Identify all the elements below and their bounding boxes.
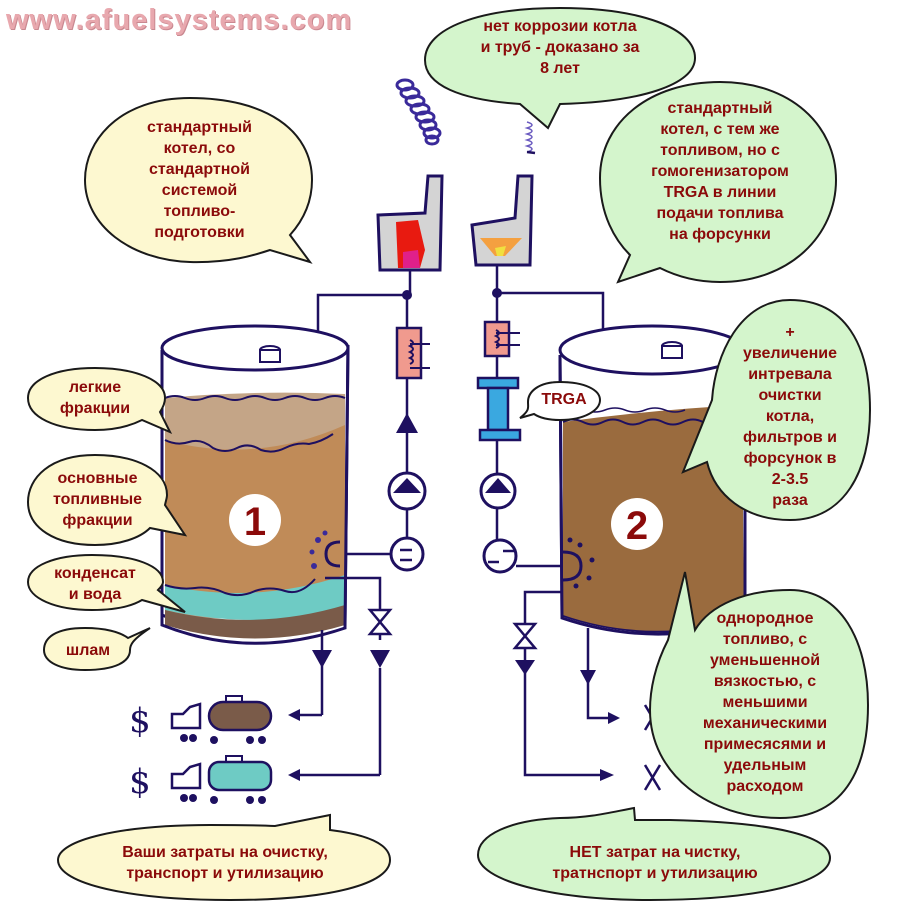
drain-valve-icon[interactable] xyxy=(512,622,538,650)
speech-bubble-main-fraction xyxy=(26,453,188,547)
flow-meter-icon xyxy=(482,538,518,574)
speech-bubble-condensate xyxy=(26,553,186,613)
bubble-text-costs: Ваши затраты на очистку, транспорт и ути… xyxy=(122,844,328,882)
site-url: www.afuelsystems.com xyxy=(6,4,353,36)
tanker-truck-icon xyxy=(170,755,273,804)
speech-bubble-light-fraction xyxy=(26,366,173,434)
svg-text:$: $ xyxy=(129,762,151,802)
tank-number-badge xyxy=(229,494,281,546)
boiler-standard xyxy=(376,174,444,272)
bubble-text-homogeneous-fuel: однородное топливо, с уменьшенной вязкос… xyxy=(702,610,828,795)
trga-homogenizer xyxy=(476,376,522,442)
speech-bubble-trga xyxy=(519,380,602,422)
bubble-text-no-costs: НЕТ затрат на чистку, тратнспорт и утили… xyxy=(552,844,758,882)
tank-number-badge xyxy=(611,498,663,550)
tank-number: 1 xyxy=(244,500,266,544)
label-sludge: шлам xyxy=(65,642,111,659)
check-valve-icon xyxy=(396,413,418,433)
speech-bubble-no-corrosion xyxy=(423,6,697,130)
bubble-text-interval: + увеличение интревала очистки котла, фи… xyxy=(742,324,837,509)
speech-bubble-standard-boiler xyxy=(83,96,314,264)
boiler-with-trga xyxy=(470,174,534,267)
no-cost-cross-icon xyxy=(643,764,662,791)
smoke-coil-icon xyxy=(395,78,442,146)
bubble-text-no-corrosion: нет коррозии котла и труб - доказано за … xyxy=(480,18,640,77)
drain-valve-icon[interactable] xyxy=(367,608,393,636)
trga-label: TRGA xyxy=(541,391,587,408)
heater-icon xyxy=(483,320,520,358)
speech-bubble-no-costs xyxy=(476,806,832,902)
pump-icon xyxy=(479,472,517,510)
label-condensate-water: конденсат и вода xyxy=(54,565,136,603)
label-main-fraction: основные топливные фракции xyxy=(52,470,143,529)
tank-1: 1 xyxy=(160,324,350,645)
tanker-truck-icon xyxy=(170,695,273,744)
speech-bubble-homogeneous-fuel xyxy=(648,571,870,820)
label-light-fraction: легкие фракции xyxy=(59,379,131,417)
bubble-text-standard-boiler: стандартный котел, со стандартной систем… xyxy=(147,119,252,241)
speech-bubble-interval xyxy=(681,298,872,522)
speech-bubble-trga-boiler xyxy=(598,80,838,284)
pump-icon xyxy=(387,471,427,511)
dollar-icon: $ xyxy=(129,762,151,802)
speech-bubble-sludge xyxy=(42,626,151,672)
speech-bubble-costs xyxy=(56,813,392,902)
hatch-icon xyxy=(259,345,281,363)
hatch-icon xyxy=(661,341,683,359)
heater-icon xyxy=(395,326,430,380)
bubble-text-trga-boiler: стандартный котел, с тем же топливом, но… xyxy=(651,100,789,243)
smoke-wisp-icon xyxy=(524,121,536,155)
tank-number: 2 xyxy=(626,504,648,548)
flow-meter-icon xyxy=(389,536,425,572)
svg-text:$: $ xyxy=(129,701,151,741)
dollar-icon: $ xyxy=(129,701,151,741)
